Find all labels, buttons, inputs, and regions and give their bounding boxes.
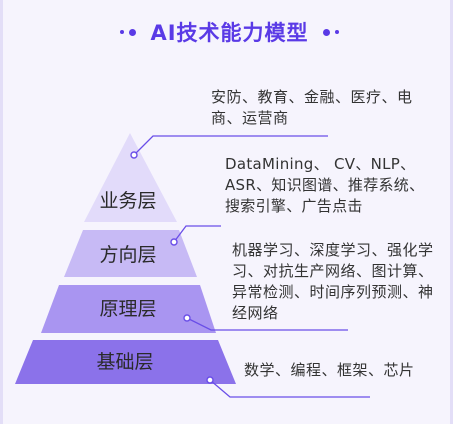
dot-icon bbox=[129, 28, 137, 36]
leader-line-2 bbox=[173, 225, 221, 243]
leader-line-3 bbox=[186, 317, 348, 331]
title-row: AI技术能力模型 bbox=[3, 16, 450, 48]
layer-desc-direction: DataMining、 CV、NLP、ASR、知识图谱、推荐系统、搜索引擎、广告… bbox=[225, 155, 425, 215]
layer-label-business: 业务层 bbox=[99, 190, 157, 212]
title-dots-left bbox=[120, 28, 137, 36]
leader-dot-2 bbox=[170, 238, 178, 246]
leader-dot-3 bbox=[183, 314, 191, 322]
leader-dot-1 bbox=[130, 151, 138, 159]
leader-line-1 bbox=[133, 135, 328, 156]
layer-desc-business: 安防、教育、金融、医疗、电商、运营商 bbox=[211, 88, 413, 127]
layer-label-direction: 方向层 bbox=[99, 244, 157, 266]
layer-label-principle: 原理层 bbox=[99, 298, 157, 320]
leader-dot-4 bbox=[206, 376, 214, 384]
dot-icon bbox=[322, 28, 330, 36]
pyramid-layer-3 bbox=[41, 285, 216, 333]
layer-label-foundation: 基础层 bbox=[96, 351, 154, 373]
pyramid-layer-2 bbox=[64, 230, 197, 277]
dot-icon bbox=[334, 30, 339, 34]
pyramid-layer-top bbox=[84, 133, 177, 222]
pyramid-layer-bottom bbox=[15, 340, 236, 384]
layer-desc-foundation: 数学、编程、框架、芯片 bbox=[244, 361, 415, 379]
leader-line-4 bbox=[209, 379, 370, 398]
diagram-title: AI技术能力模型 bbox=[150, 21, 309, 45]
dot-icon bbox=[120, 30, 125, 34]
pyramid-graphic bbox=[15, 133, 370, 398]
layer-desc-principle: 机器学习、深度学习、强化学习、对抗生产网络、图计算、异常检测、时间序列预测、神经… bbox=[232, 241, 434, 322]
title-dots-right bbox=[322, 28, 339, 36]
